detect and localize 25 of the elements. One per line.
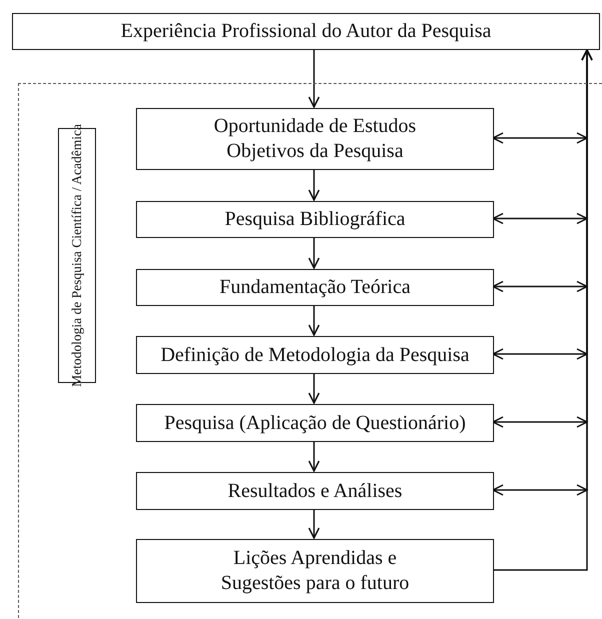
process-box [136,201,494,238]
process-box [136,336,494,374]
box-text: Resultados e Análises [228,478,402,504]
process-box [136,108,494,170]
arrow [308,237,320,269]
box-text: Pesquisa (Aplicação de Questionário) [164,410,466,436]
process-box [12,13,600,50]
box-text: Pesquisa Bibliográfica [224,207,406,232]
box-text: Oportunidade de Estudos Objetivos da Pesquisa [212,114,418,164]
box-text: Lições Aprendidas e Sugestões para o futuro [220,546,410,596]
arrow [308,373,320,404]
arrow [308,305,320,336]
dashed-region [18,83,602,619]
process-box [136,472,494,510]
arrow [308,50,320,108]
process-box [136,269,494,306]
arrow [308,169,320,201]
box-text: Experiência Profissional do Autor da Pesquisa [120,19,492,44]
box-text: Fundamentação Teórica [220,275,410,300]
process-box [136,539,494,603]
arrow [308,509,320,539]
arrow [308,441,320,472]
process-box [136,404,494,442]
box-text: Definição de Metodologia da Pesquisa [160,342,470,368]
vertical-label: Metodologia de Pesquisa Científica / Acadêmica [68,124,85,387]
